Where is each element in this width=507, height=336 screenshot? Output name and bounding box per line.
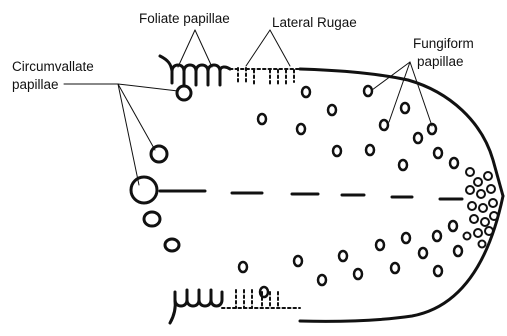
circumvallate-papilla [177, 86, 191, 100]
label-circumvallate-line2: papillae [12, 77, 59, 92]
foliate-papillae-top [160, 56, 230, 85]
fungiform-papillae [239, 86, 462, 297]
label-circumvallate-line1: Circumvallate [12, 59, 94, 74]
lateral-rugae-top [230, 68, 300, 84]
label-fungiform-line1: Fungiform [413, 36, 474, 51]
label-foliate-papillae: Foliate papillae [139, 11, 230, 26]
label-lateral-rugae: Lateral Rugae [272, 15, 357, 30]
median-sulcus [160, 191, 462, 199]
circumvallate-papilla-large [131, 177, 157, 203]
leader-lines [64, 30, 432, 185]
circumvallate-papilla [144, 212, 160, 226]
foliate-papillae-bottom [170, 290, 222, 323]
circumvallate-papilla [151, 146, 167, 162]
label-fungiform-line2: papillae [417, 54, 464, 69]
circumvallate-papilla [165, 239, 179, 251]
circumvallate-papillae [131, 86, 191, 251]
